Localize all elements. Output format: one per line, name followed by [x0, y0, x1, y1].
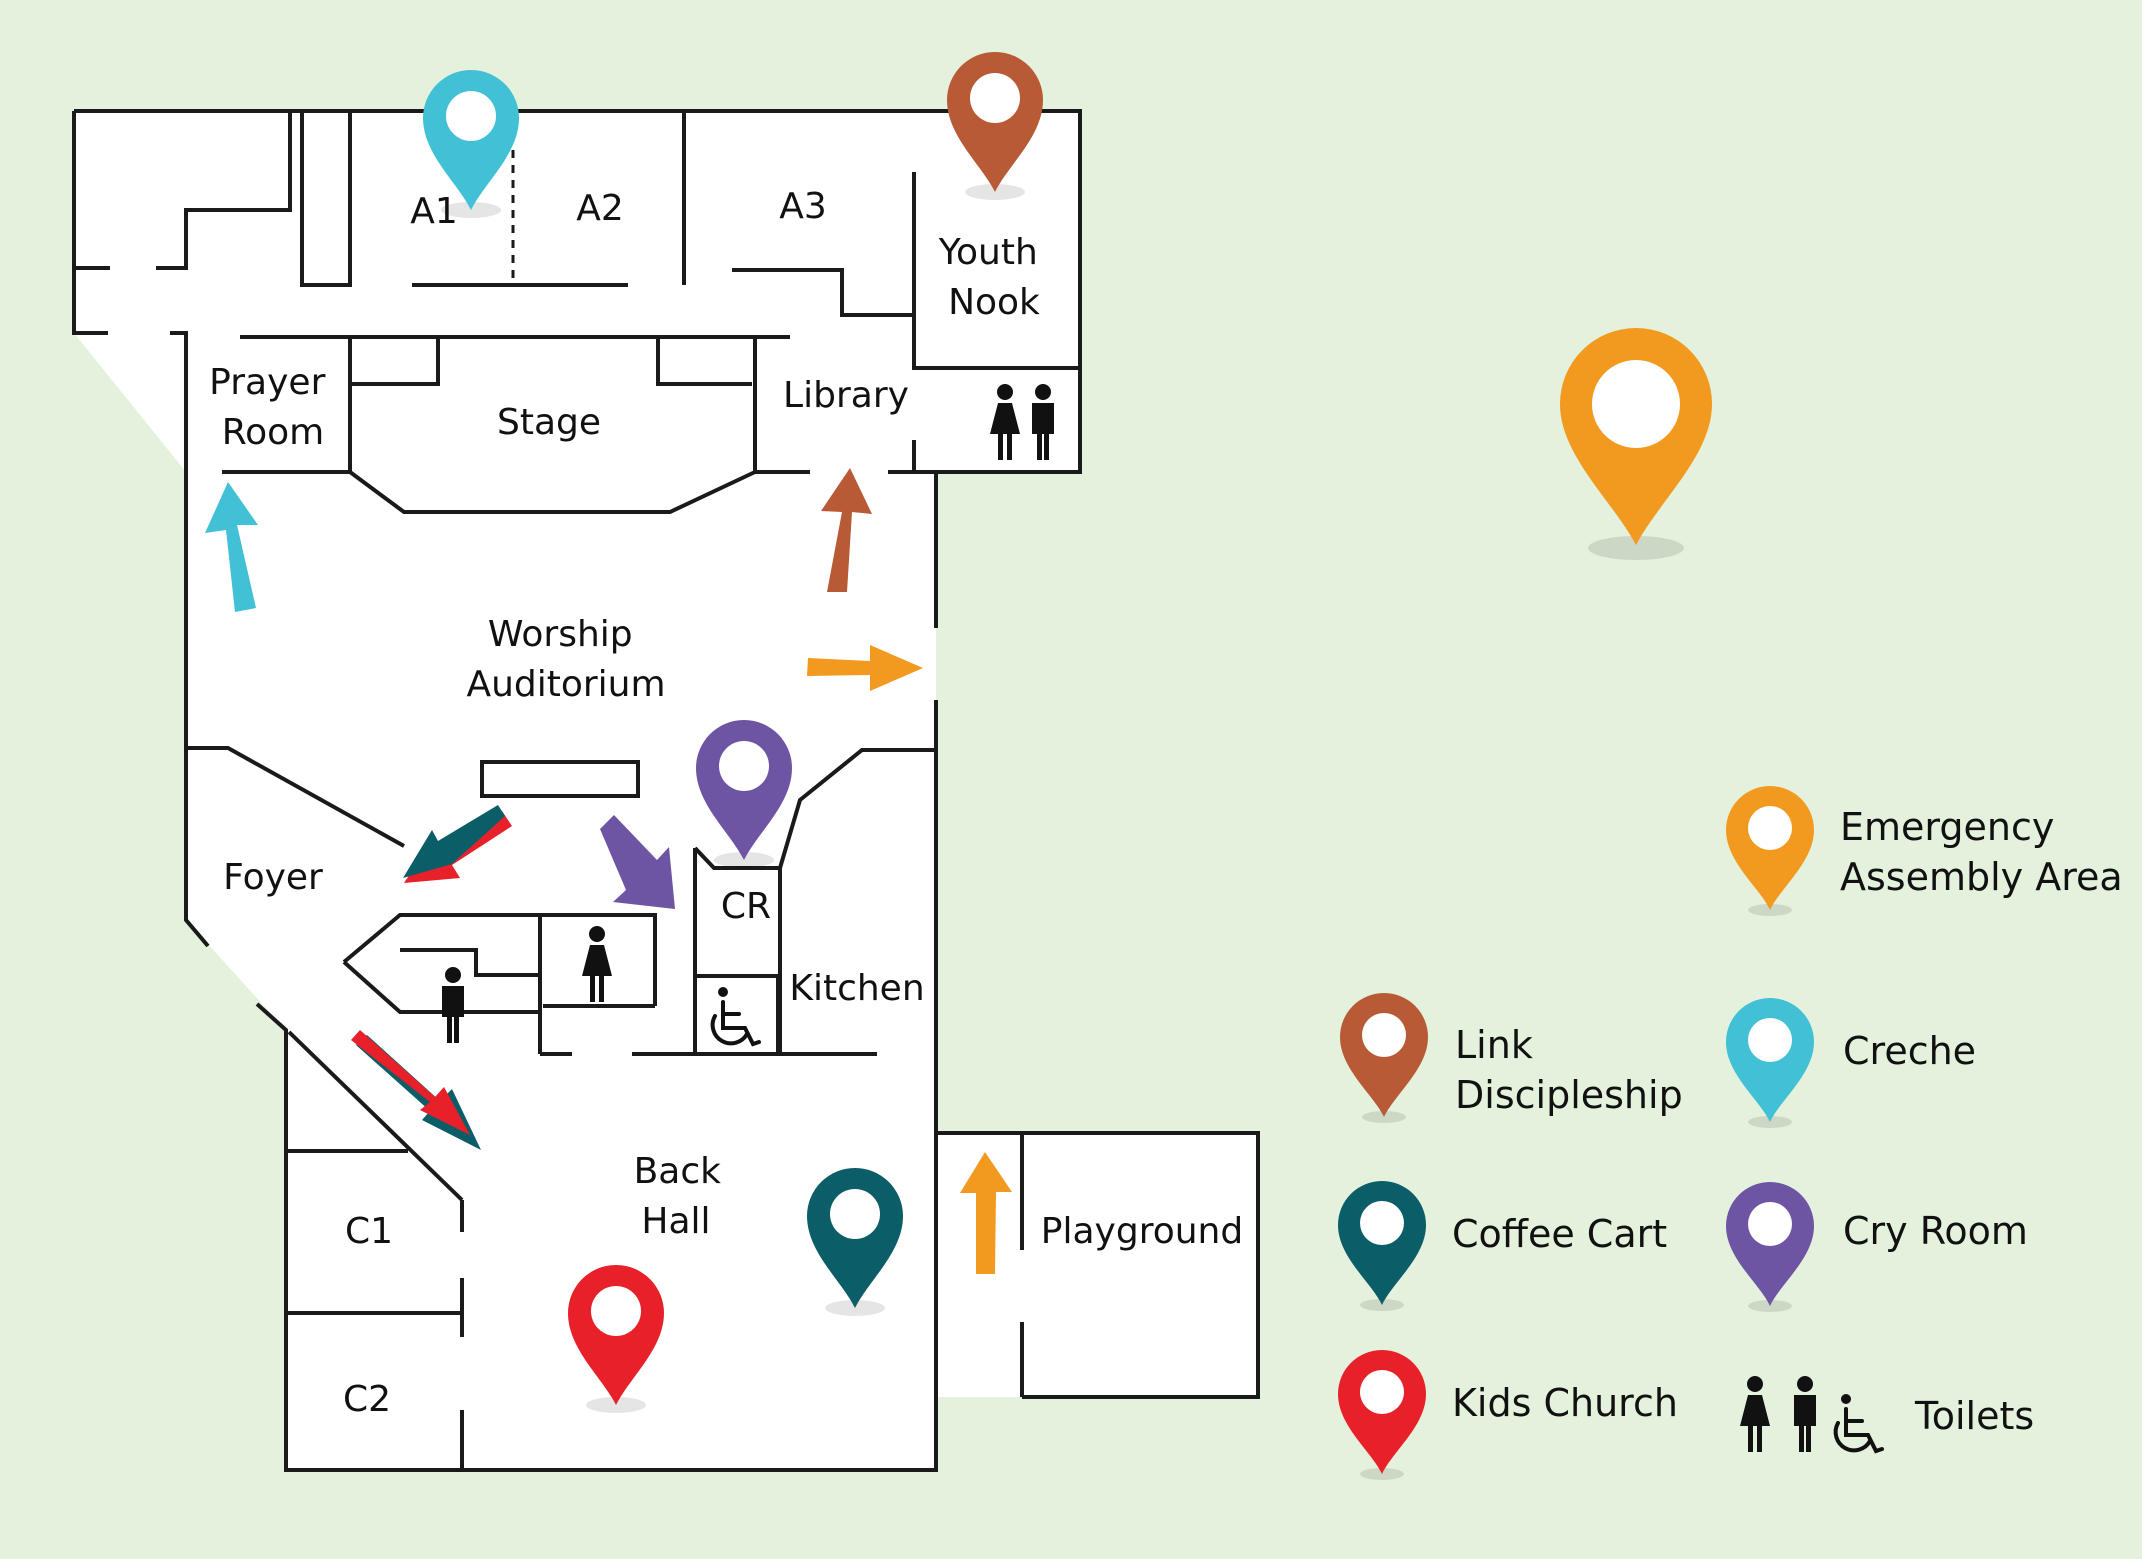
legend-item-emergency: Emergency Assembly Area: [1726, 786, 2123, 916]
legend-item-kids-church: Kids Church: [1338, 1350, 1678, 1480]
legend-item-link-discipleship: Link Discipleship: [1340, 993, 1683, 1123]
map-pins: [423, 52, 1712, 1413]
cry-room-arrow: [600, 815, 675, 909]
room-label-worship-auditorium: Worship Auditorium: [466, 614, 665, 705]
coffee-cart-arrow-foyer: [403, 805, 512, 883]
building-floor-plan: [72, 109, 1260, 1472]
map-legend: Emergency Assembly Area Link Discipleshi…: [1338, 786, 2123, 1480]
accessible-toilet-icon: [1833, 1392, 1884, 1453]
room-label-foyer: Foyer: [223, 857, 323, 898]
room-label-kitchen: Kitchen: [789, 968, 924, 1009]
creche-pin-icon: [1726, 998, 1814, 1128]
room-label-cr: CR: [721, 886, 771, 927]
playground-arrow: [960, 1152, 1012, 1274]
link-arrow: [821, 468, 872, 592]
room-label-a2: A2: [576, 188, 624, 229]
svg-text:Creche: Creche: [1843, 1029, 1976, 1073]
legend-item-cry-room: Cry Room: [1726, 1182, 2028, 1312]
svg-text:Kids Church: Kids Church: [1452, 1381, 1678, 1425]
room-label-back-hall: Back Hall: [634, 1151, 733, 1242]
svg-text:Toilets: Toilets: [1914, 1394, 2034, 1438]
room-label-c2: C2: [343, 1379, 391, 1420]
room-label-a3: A3: [779, 186, 827, 227]
room-label-stage: Stage: [497, 402, 601, 443]
link-pin-icon: [1340, 993, 1428, 1123]
room-label-c1: C1: [345, 1211, 393, 1252]
svg-text:Coffee Cart: Coffee Cart: [1452, 1212, 1667, 1256]
coffee-cart-pin-icon: [1338, 1181, 1426, 1311]
toilets-icon: [1740, 1376, 1816, 1452]
coffee-cart-arrow-back-hall: [351, 1030, 481, 1150]
room-label-prayer-room: Prayer Room: [209, 362, 337, 453]
room-label-youth-nook: Youth Nook: [938, 232, 1049, 323]
svg-text:Link Discipleship: Link Discipleship: [1455, 1023, 1683, 1117]
creche-arrow: [205, 482, 258, 612]
room-label-library: Library: [783, 375, 909, 416]
direction-arrows: [205, 468, 1012, 1274]
svg-text:Emergency Assembly Are: Emergency Assembly Area: [1840, 805, 2123, 899]
cry-room-pin-icon: [1726, 1182, 1814, 1312]
kids-church-pin-icon: [1338, 1350, 1426, 1480]
room-label-playground: Playground: [1041, 1211, 1243, 1252]
svg-text:Cry Room: Cry Room: [1843, 1209, 2028, 1253]
room-labels: A1 A2 A3 Youth Nook Prayer Room Stage Li…: [209, 186, 1243, 1420]
emergency-assembly-area-pin[interactable]: [1560, 328, 1712, 560]
room-label-a1: A1: [410, 191, 458, 232]
legend-item-coffee-cart: Coffee Cart: [1338, 1181, 1667, 1311]
legend-item-toilets: Toilets: [1740, 1376, 2034, 1453]
emergency-pin-icon: [1726, 786, 1814, 916]
legend-item-creche: Creche: [1726, 998, 1976, 1128]
emergency-arrow: [807, 645, 923, 691]
